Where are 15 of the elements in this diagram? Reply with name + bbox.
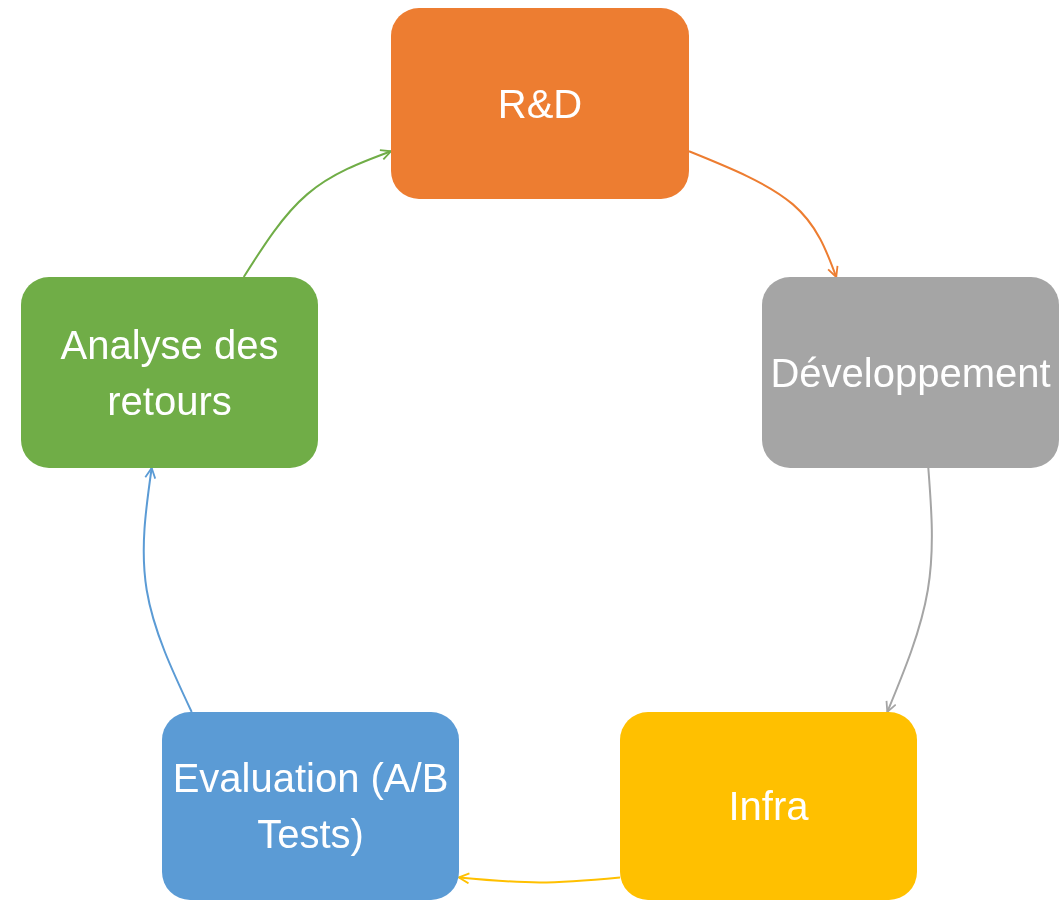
process-box	[620, 712, 917, 900]
box-label: Développement	[770, 349, 1051, 397]
arrow	[458, 872, 621, 885]
process-box	[21, 277, 318, 468]
arrow	[688, 150, 839, 278]
process-box	[762, 277, 1059, 468]
box-label: Analyse des retours	[59, 321, 280, 425]
process-box	[391, 8, 689, 199]
arrow	[142, 467, 193, 713]
box-label: Infra	[728, 783, 809, 830]
box-label: R&D	[497, 80, 583, 128]
arrow	[885, 467, 933, 713]
box-label: Evaluation (A/B Tests)	[171, 755, 450, 858]
arrow	[242, 149, 392, 278]
process-box	[162, 712, 459, 900]
